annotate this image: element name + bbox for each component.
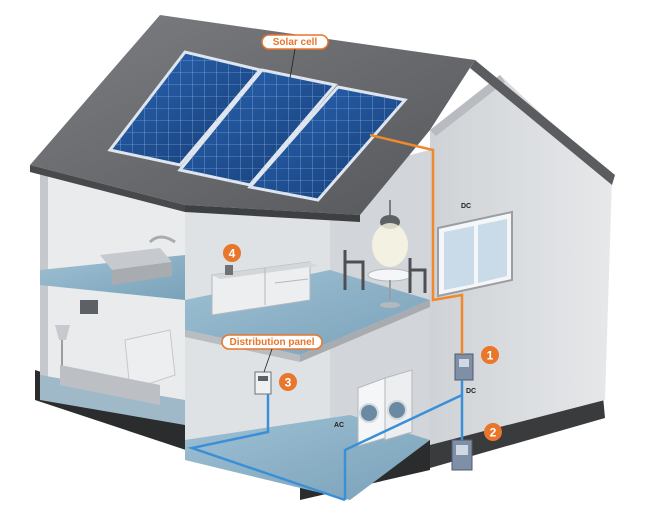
bed-furniture <box>100 235 176 285</box>
badge-1: 1 <box>481 346 499 364</box>
solar-panel-icon <box>107 50 263 167</box>
badge-4-text: 4 <box>229 247 236 261</box>
badge-3: 3 <box>279 373 297 391</box>
dc-label-top: DC <box>461 203 471 210</box>
solar-panels <box>107 50 408 202</box>
inverter-icon <box>454 353 474 381</box>
dc-label-bottom: DC <box>466 388 476 395</box>
solar-cell-callout: Solar cell <box>261 34 329 79</box>
living-room-furniture <box>55 300 176 405</box>
table-icon <box>343 250 427 308</box>
dc-wire <box>369 133 464 354</box>
window-icon <box>437 210 513 298</box>
badge-4: 4 <box>223 244 241 262</box>
ac-label: AC <box>334 422 344 429</box>
tv-cabinet-icon <box>211 261 318 316</box>
solar-panel-icon <box>177 68 338 187</box>
badge-1-text: 1 <box>487 349 494 363</box>
solar-cell-label: Solar cell <box>273 37 318 48</box>
distribution-panel-label: Distribution panel <box>230 337 315 348</box>
distribution-panel-icon <box>254 371 272 395</box>
distribution-panel-callout: Distribution panel <box>221 334 323 373</box>
lamp-icon <box>372 200 408 267</box>
battery-icon <box>451 439 473 471</box>
badge-3-text: 3 <box>285 376 292 390</box>
badge-2-text: 2 <box>490 426 497 440</box>
badge-2: 2 <box>484 423 502 441</box>
solar-panel-icon <box>247 85 408 202</box>
ac-wire <box>187 380 464 502</box>
right-wall <box>430 75 612 445</box>
